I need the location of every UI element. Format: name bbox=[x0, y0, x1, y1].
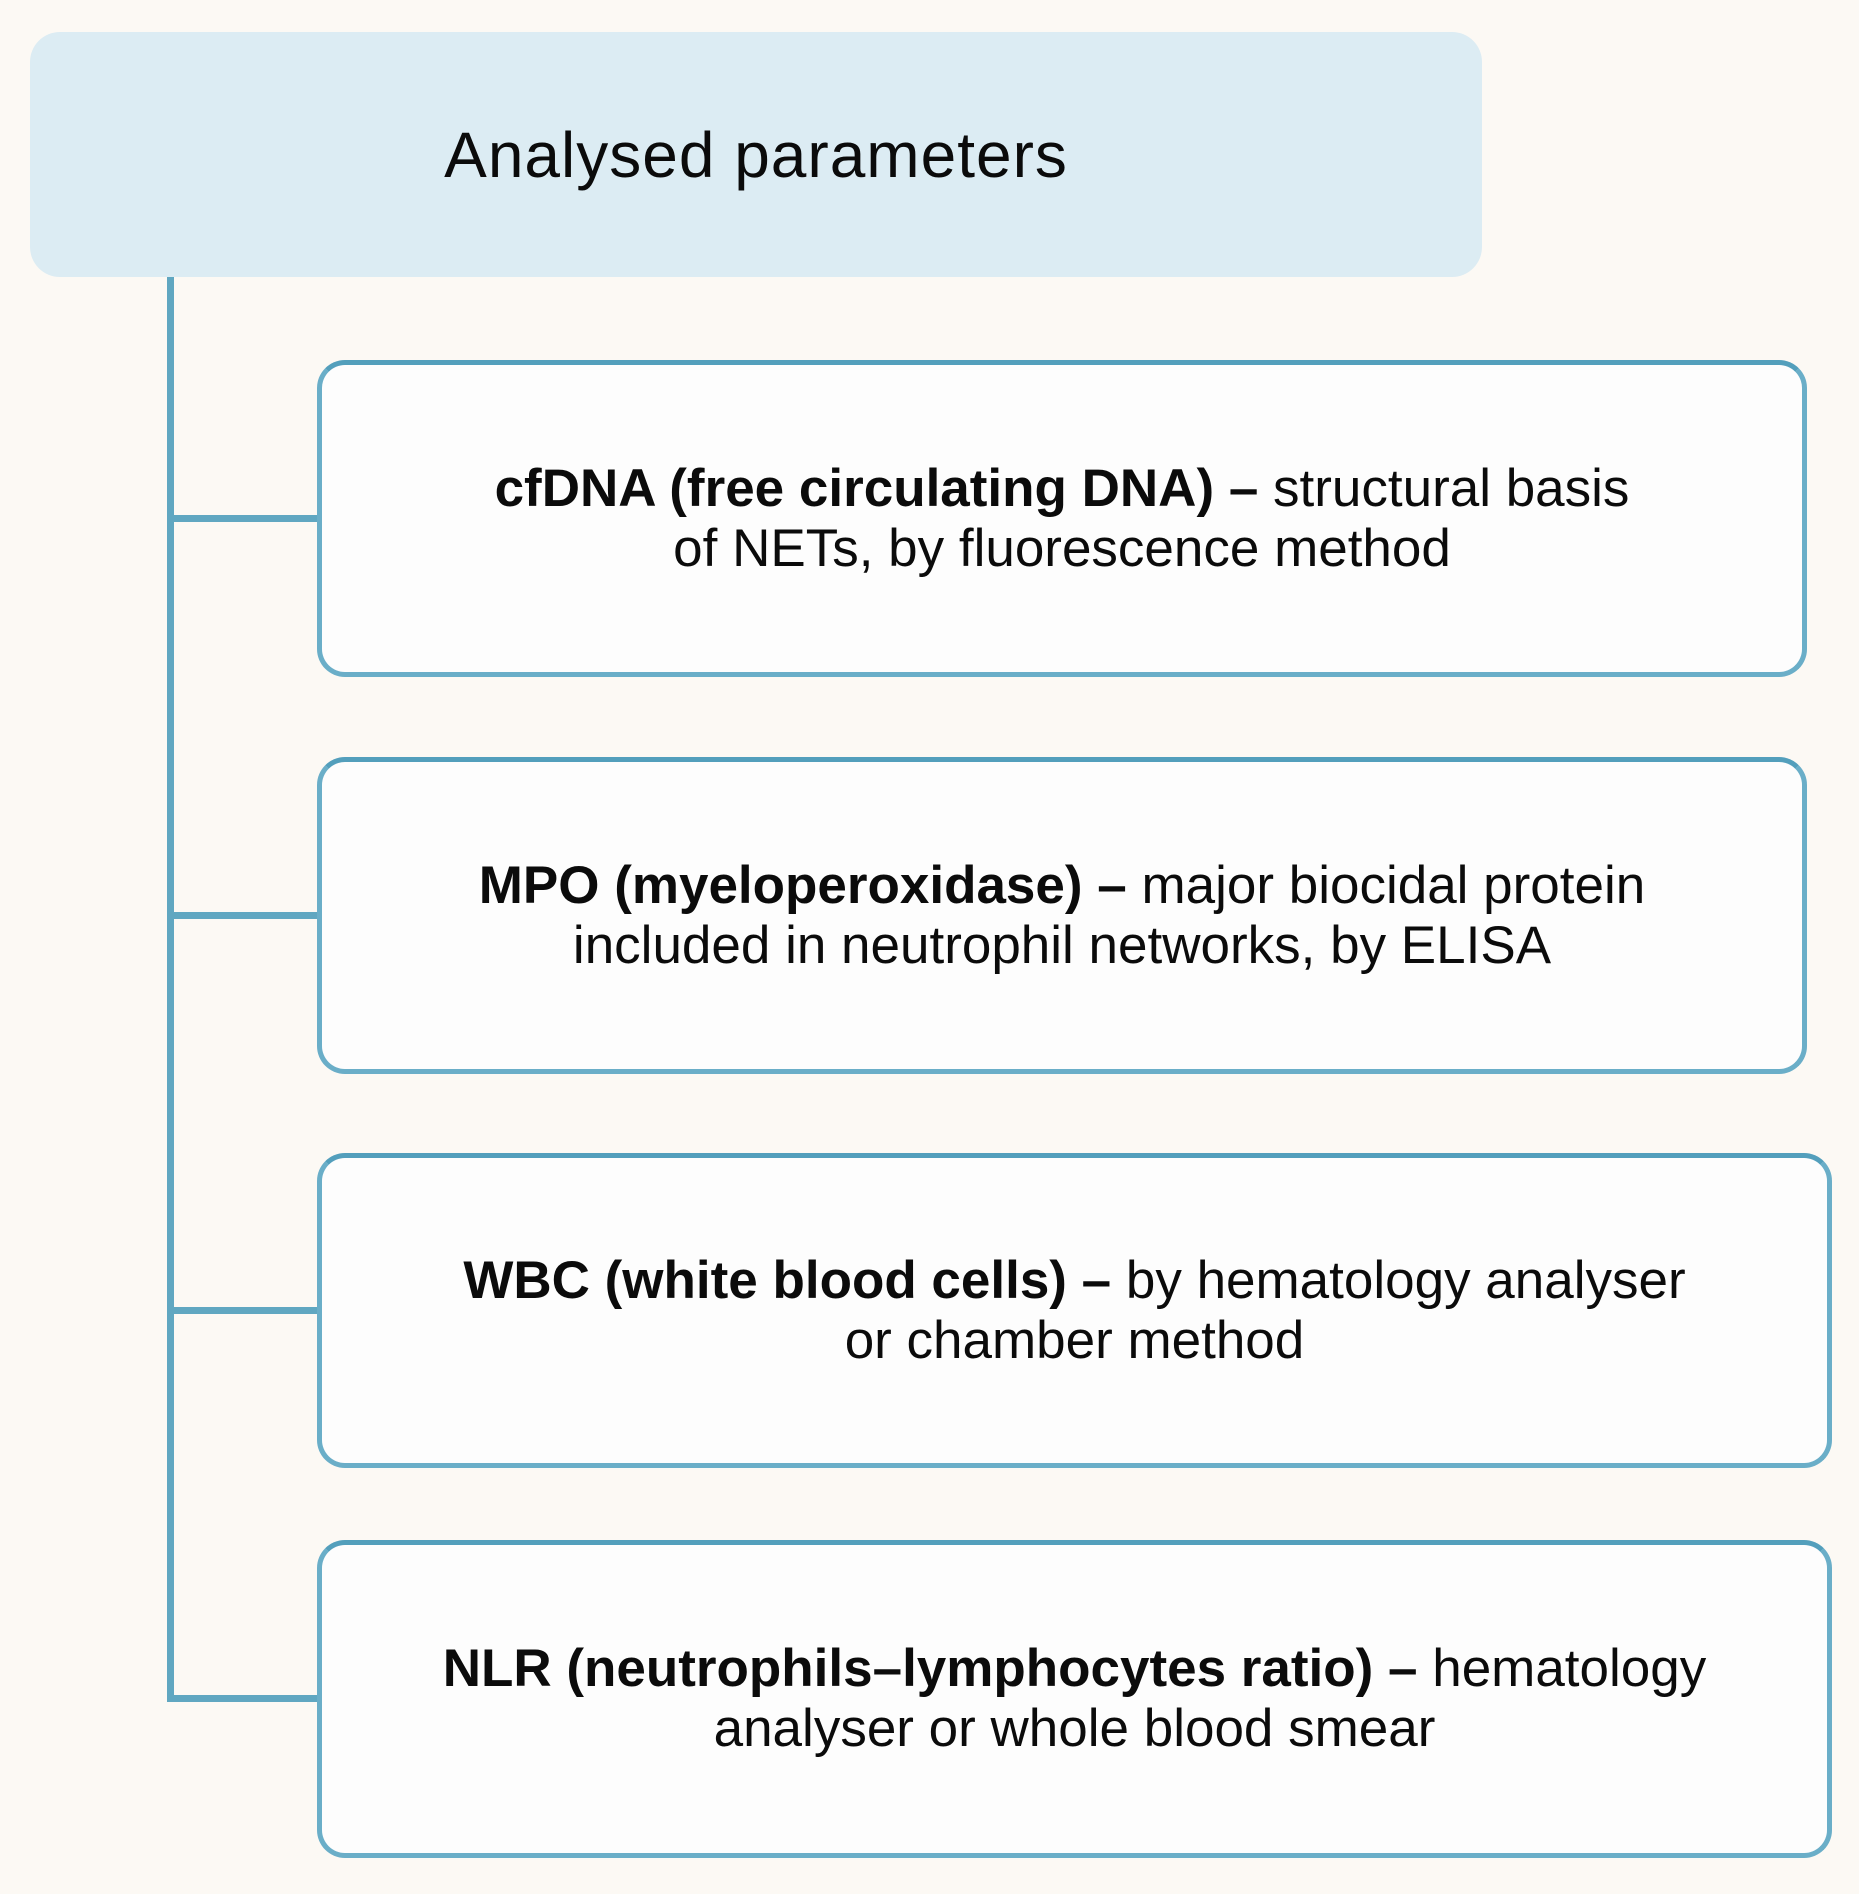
param-box-cfdna-text: cfDNA (free circulating DNA) – structura… bbox=[475, 459, 1650, 579]
mpo-text-line-1: MPO (myeloperoxidase) – major biocidal p… bbox=[479, 856, 1645, 916]
param-box-mpo: MPO (myeloperoxidase) – major biocidal p… bbox=[317, 757, 1807, 1074]
nlr-text-line-1: NLR (neutrophils–lymphocytes ratio) – he… bbox=[443, 1639, 1707, 1699]
connector-line-mpo bbox=[167, 912, 322, 919]
diagram-title: Analysed parameters bbox=[444, 118, 1068, 191]
nlr-description-part1: hematology bbox=[1432, 1639, 1707, 1698]
mpo-term: MPO (myeloperoxidase) – bbox=[478, 855, 1142, 915]
param-box-wbc: WBC (white blood cells) – by hematology … bbox=[317, 1153, 1832, 1468]
nlr-term: NLR (neutrophils–lymphocytes ratio) – bbox=[442, 1639, 1433, 1698]
connector-trunk-line bbox=[167, 277, 174, 1702]
cfdna-term: cfDNA (free circulating DNA) – bbox=[494, 458, 1274, 518]
mpo-text-line-2: included in neutrophil networks, by ELIS… bbox=[572, 915, 1552, 975]
param-box-nlr-text: NLR (neutrophils–lymphocytes ratio) – he… bbox=[423, 1639, 1727, 1759]
cfdna-description-part1: structural basis bbox=[1273, 458, 1630, 518]
cfdna-text-line-1: cfDNA (free circulating DNA) – structura… bbox=[495, 459, 1630, 519]
header-box: Analysed parameters bbox=[30, 32, 1482, 277]
connector-line-cfdna bbox=[167, 515, 322, 522]
wbc-description-part1: by hematology analyser bbox=[1125, 1250, 1686, 1310]
wbc-text-line-2: or chamber method bbox=[844, 1310, 1305, 1370]
nlr-text-line-2: analyser or whole blood smear bbox=[713, 1699, 1436, 1758]
param-box-mpo-text: MPO (myeloperoxidase) – major biocidal p… bbox=[459, 856, 1665, 976]
param-box-wbc-text: WBC (white blood cells) – by hematology … bbox=[443, 1251, 1705, 1371]
connector-line-wbc bbox=[167, 1307, 322, 1314]
wbc-text-line-1: WBC (white blood cells) – by hematology … bbox=[463, 1251, 1685, 1311]
wbc-term: WBC (white blood cells) – bbox=[463, 1250, 1126, 1310]
mpo-description-part1: major biocidal protein bbox=[1141, 855, 1646, 915]
cfdna-text-line-2: of NETs, by fluorescence method bbox=[673, 518, 1451, 578]
param-box-cfdna: cfDNA (free circulating DNA) – structura… bbox=[317, 360, 1807, 677]
param-box-nlr: NLR (neutrophils–lymphocytes ratio) – he… bbox=[317, 1540, 1832, 1858]
connector-line-nlr bbox=[167, 1695, 322, 1702]
